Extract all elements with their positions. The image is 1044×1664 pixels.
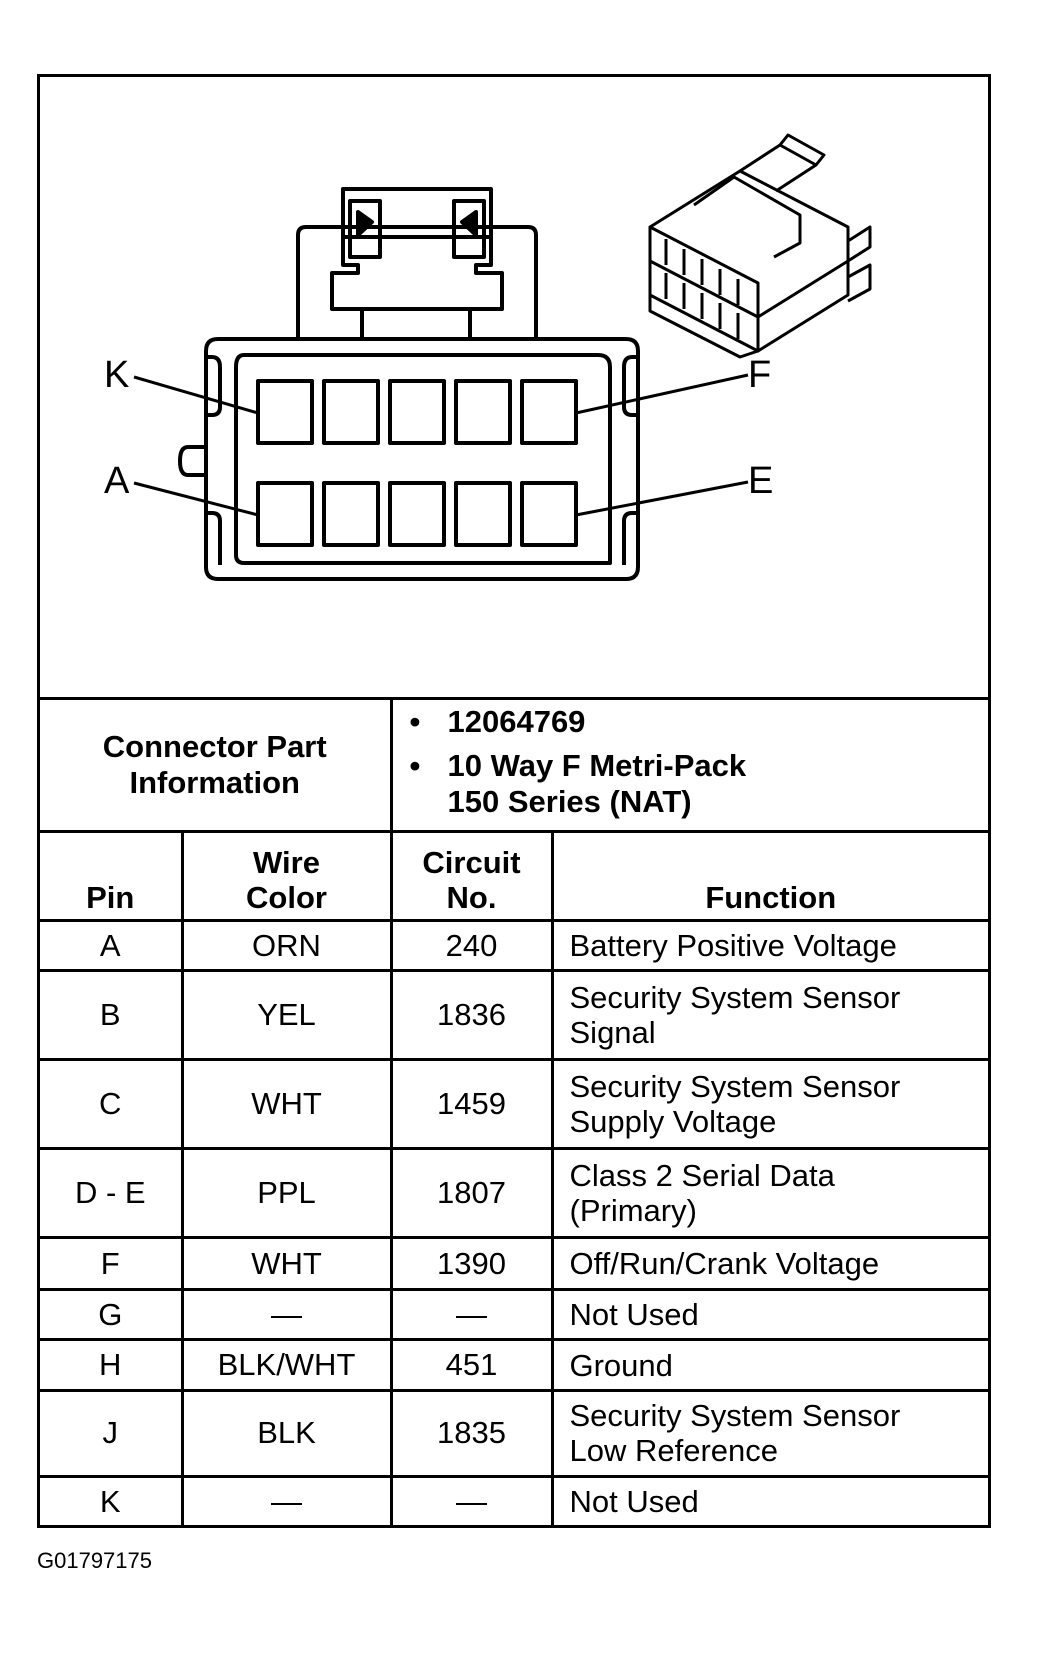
wire-color-cell: YEL [180, 969, 393, 1062]
table-row: F WHT 1390 Off/Run/Crank Voltage [40, 1235, 988, 1292]
wire-color-cell: WHT [180, 1058, 393, 1151]
pin-label-e: E [748, 460, 773, 502]
pin-cell: B [40, 969, 184, 1062]
part-info-label-line2: Information [129, 765, 301, 800]
part-info-label: Connector Part Information [40, 697, 393, 833]
part-info-table: Connector Part Information • 12064769 • … [40, 697, 988, 833]
circuit-cell: 1459 [389, 1058, 554, 1151]
wire-color-cell: BLK/WHT [180, 1338, 393, 1392]
connector-drawing: K F A E [40, 77, 988, 697]
pin-cell: H [40, 1338, 184, 1392]
wire-color-cell: — [180, 1475, 393, 1525]
function-cell: Not Used [550, 1288, 988, 1342]
wire-color-cell: WHT [180, 1235, 393, 1292]
circuit-cell: — [389, 1475, 554, 1525]
circuit-cell: 1390 [389, 1235, 554, 1292]
part-number: 12064769 [447, 704, 586, 739]
circuit-cell: 1835 [389, 1388, 554, 1479]
pin-cell: A [40, 919, 184, 973]
connector-isometric-icon [648, 133, 872, 359]
part-info-label-line1: Connector Part [102, 729, 327, 764]
header-function: Function [550, 833, 988, 923]
table-row: A ORN 240 Battery Positive Voltage [40, 919, 988, 973]
part-description-item: • 10 Way F Metri-Pack 150 Series (NAT) [410, 748, 989, 820]
pin-label-f: F [748, 354, 771, 396]
wire-color-cell: BLK [180, 1388, 393, 1479]
pin-cell: G [40, 1288, 184, 1342]
header-wire-color: Wire Color [180, 833, 393, 923]
pin-table: Pin Wire Color Circuit No. Function A OR… [40, 833, 988, 1525]
wire-color-cell: PPL [180, 1147, 393, 1239]
pin-leader-lines [133, 373, 749, 517]
part-info-values: • 12064769 • 10 Way F Metri-Pack 150 Ser… [389, 697, 989, 833]
header-pin: Pin [40, 833, 184, 923]
pin-cell: J [40, 1388, 184, 1479]
connector-latch [296, 187, 538, 341]
header-circuit-no: Circuit No. [389, 833, 554, 923]
function-cell: Not Used [550, 1475, 988, 1525]
function-cell: Off/Run/Crank Voltage [550, 1235, 988, 1292]
figure-code: G01797175 [37, 1548, 152, 1573]
pin-cell: F [40, 1235, 184, 1292]
part-description-line1: 10 Way F Metri-Pack [447, 748, 747, 783]
part-description-line2: 150 Series (NAT) [447, 784, 692, 819]
function-cell: Class 2 Serial Data(Primary) [550, 1147, 988, 1239]
function-cell: Battery Positive Voltage [550, 919, 988, 973]
table-row: H BLK/WHT 451 Ground [40, 1338, 988, 1392]
table-row: K — — Not Used [40, 1475, 988, 1525]
bullet-icon: • [409, 704, 421, 739]
part-number-item: • 12064769 [410, 704, 989, 740]
function-cell: Ground [550, 1338, 988, 1392]
pin-cell: D - E [40, 1147, 184, 1239]
circuit-cell: 240 [389, 919, 554, 973]
table-row: G — — Not Used [40, 1288, 988, 1342]
table-row: D - E PPL 1807 Class 2 Serial Data(Prima… [40, 1147, 988, 1239]
pin-cell: K [40, 1475, 184, 1525]
wire-color-cell: — [180, 1288, 393, 1342]
circuit-cell: 451 [389, 1338, 554, 1392]
wire-color-cell: ORN [180, 919, 393, 973]
pin-cell: C [40, 1058, 184, 1151]
cavity-row-top [256, 379, 578, 445]
cavity-row-bottom [256, 481, 578, 547]
circuit-cell: — [389, 1288, 554, 1342]
connector-body [178, 337, 640, 581]
circuit-cell: 1807 [389, 1147, 554, 1239]
pin-label-k: K [104, 354, 129, 396]
bullet-icon: • [409, 748, 421, 783]
connector-diagram-frame: K F A E Connector Part Information • 120… [37, 74, 991, 1528]
pin-label-a: A [104, 460, 130, 502]
circuit-cell: 1836 [389, 969, 554, 1062]
